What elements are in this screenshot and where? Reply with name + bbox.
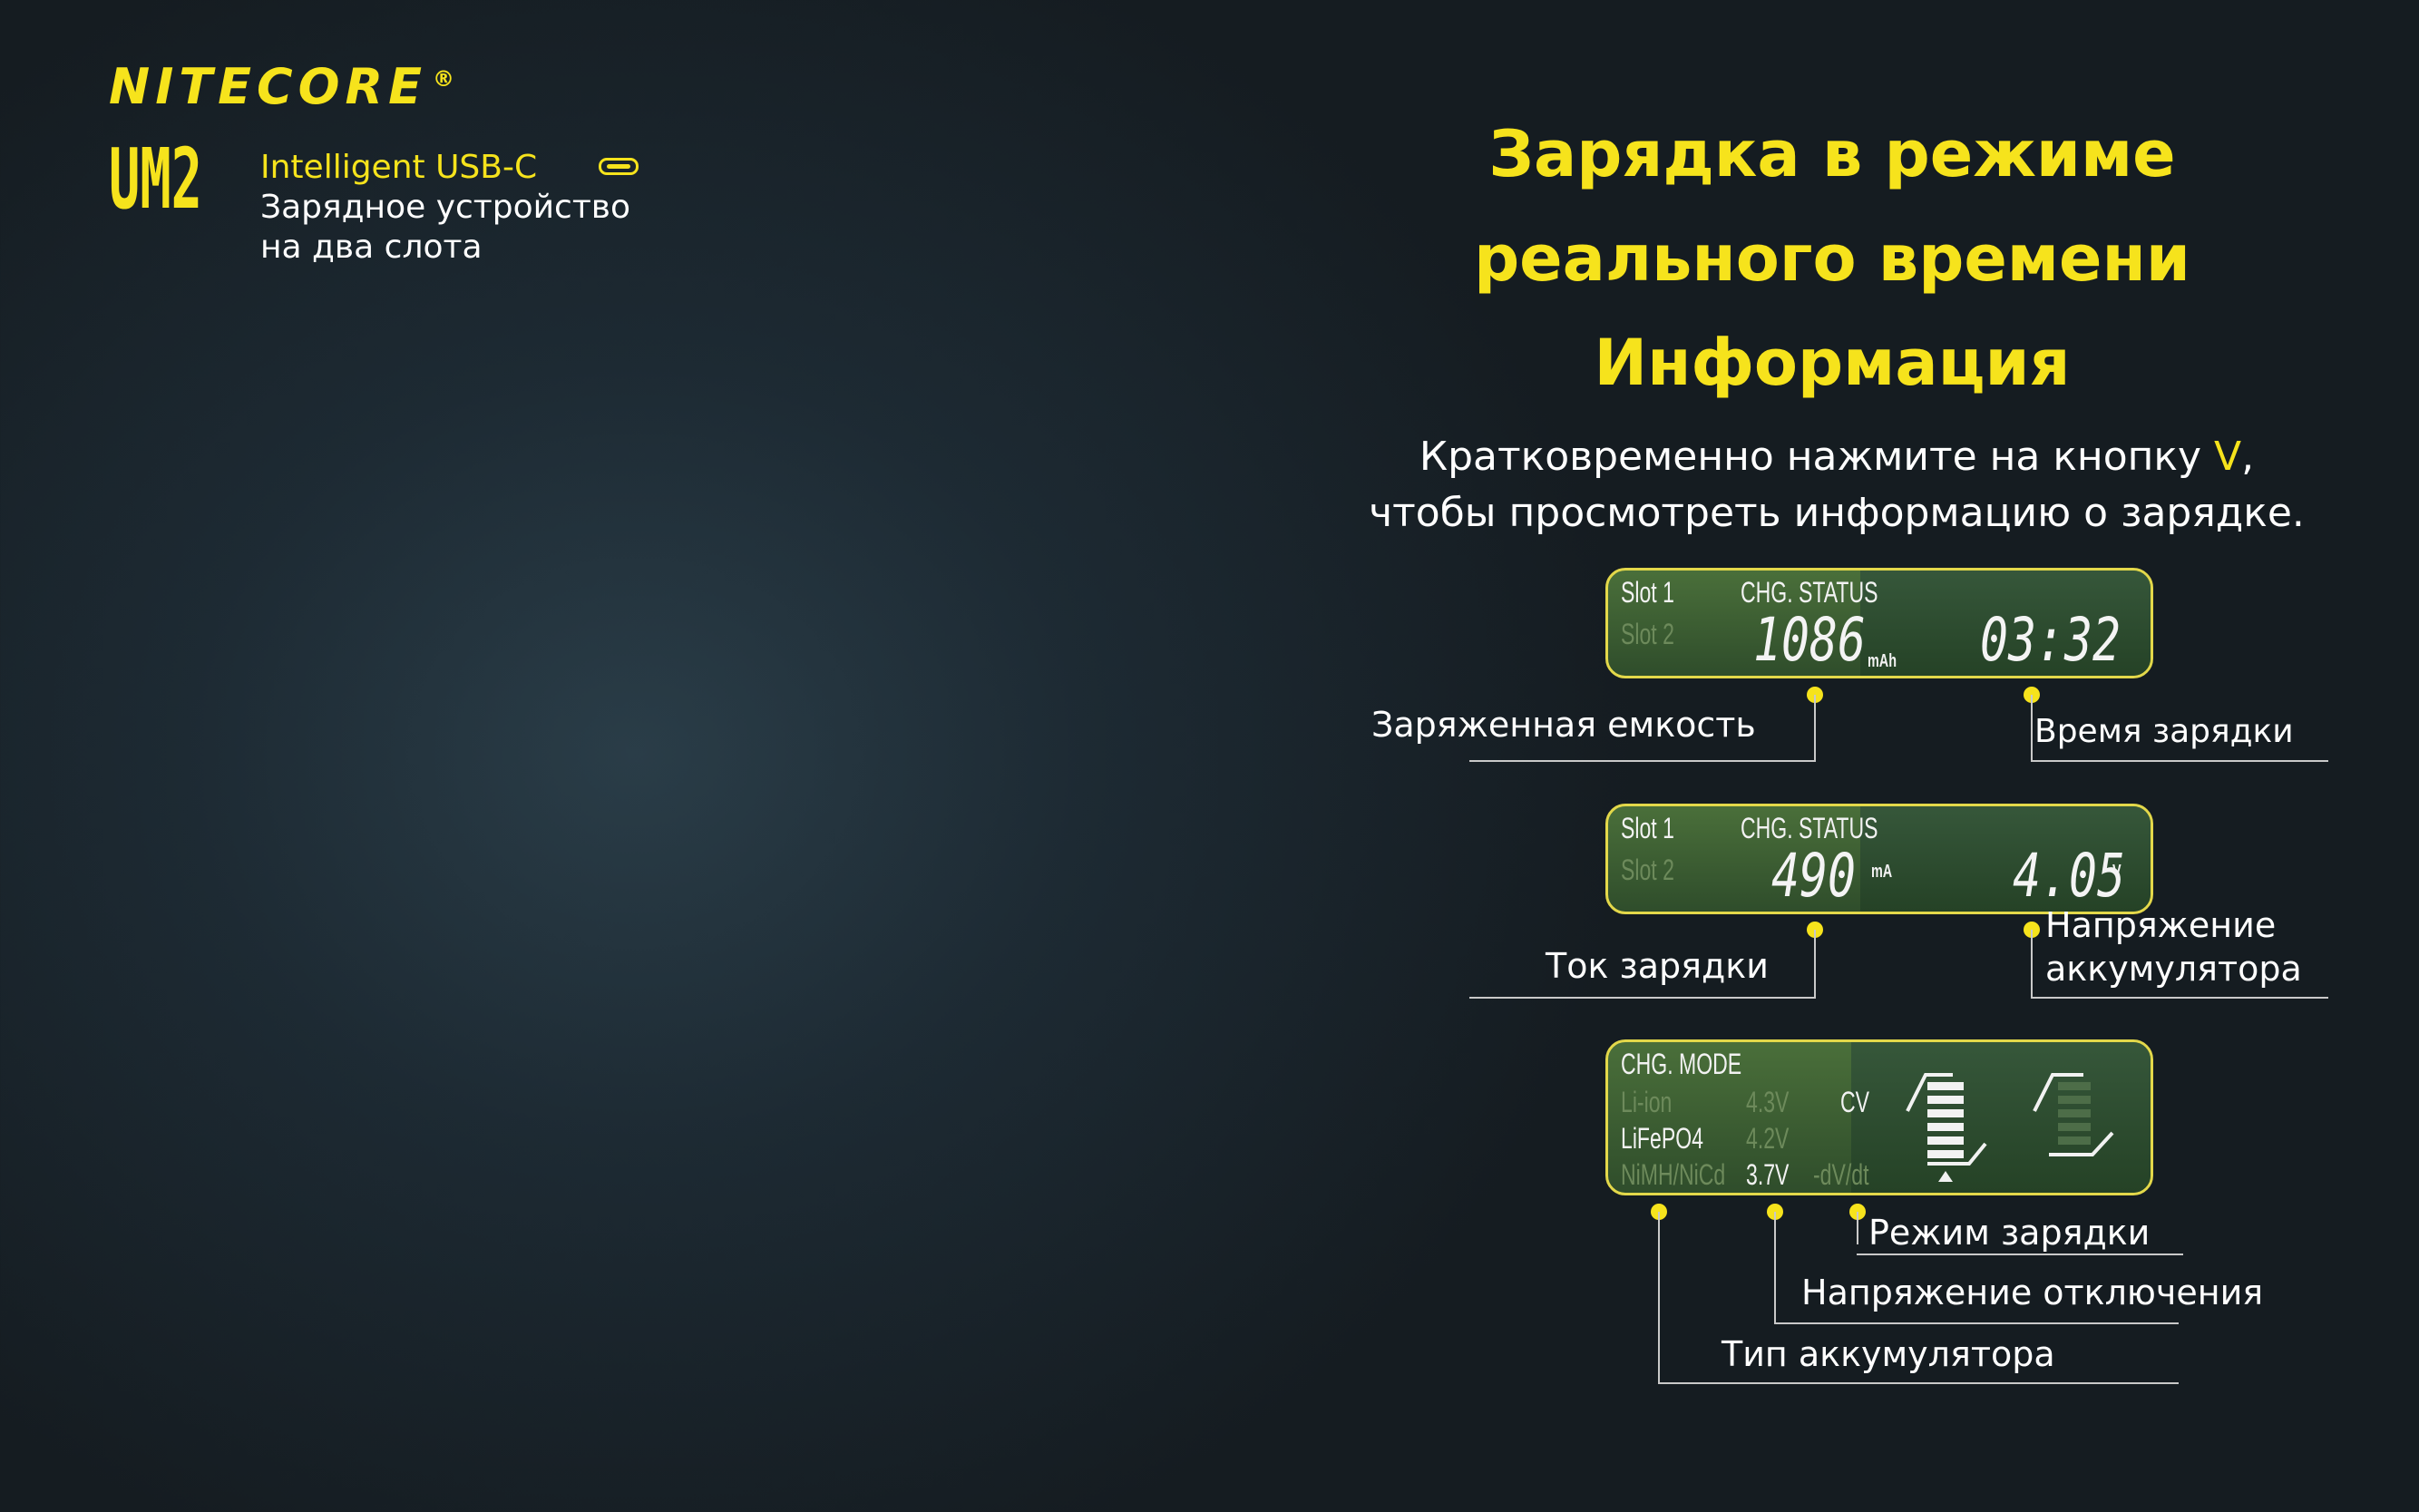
callout-line — [1774, 1322, 2179, 1324]
callout-charge-time: Время зарядки — [2034, 713, 2294, 750]
lcd-current-value: 490 — [1771, 841, 1856, 911]
lcd-type-nimh: NiMH/NiCd — [1621, 1158, 1726, 1191]
lcd-current-unit: mA — [1871, 862, 1893, 882]
page-title-line-3: Информация — [1594, 326, 2071, 400]
instruction-line-1: Кратковременно нажмите на кнопку V, — [1419, 434, 2255, 480]
callout-line — [1774, 1212, 1776, 1324]
lcd-voltage-unit: V — [2112, 862, 2122, 882]
lcd-slot1: Slot 1 — [1621, 576, 1674, 609]
callout-line — [1469, 997, 1816, 999]
page-title-line-1: Зарядка в режиме — [1488, 117, 2176, 191]
product-tagline: Intelligent USB-C — [260, 149, 538, 186]
lcd-charge-mode: CHG. MODE Li-ion LiFePO4 NiMH/NiCd 4.3V … — [1605, 1039, 2153, 1195]
lcd-voltage-42: 4.2V — [1746, 1122, 1790, 1155]
usb-c-icon — [599, 158, 639, 175]
lcd-right-area — [1851, 1042, 2151, 1193]
lcd-time-value: 03:32 — [1980, 605, 2121, 675]
lcd-type-liion: Li-ion — [1621, 1086, 1673, 1118]
callout-line — [1857, 1212, 1858, 1244]
lcd-voltage-37: 3.7V — [1746, 1158, 1790, 1191]
callout-battery-type: Тип аккумулятора — [1722, 1334, 2055, 1374]
lcd-slot2: Slot 2 — [1621, 854, 1674, 886]
product-description-2: на два слота — [260, 229, 483, 266]
lcd-right-area — [1860, 571, 2151, 676]
callout-line — [1658, 1382, 2179, 1384]
callout-line — [1469, 760, 1816, 762]
lcd-current-voltage: Slot 1 Slot 2 CHG. STATUS 490 mA 4.05 V — [1605, 804, 2153, 914]
lcd-slot1: Slot 1 — [1621, 812, 1674, 844]
callout-line — [1658, 1212, 1660, 1384]
lcd-status: CHG. STATUS — [1741, 812, 1878, 844]
instruction-line-2: чтобы просмотреть информацию о зарядке. — [1369, 490, 2305, 536]
callout-line — [1814, 930, 1816, 999]
callout-line — [2031, 695, 2033, 762]
lcd-voltage-43: 4.3V — [1746, 1086, 1790, 1118]
lcd-capacity-unit: mAh — [1868, 651, 1897, 671]
lcd-right-area — [1860, 806, 2151, 912]
callout-charge-mode: Режим зарядки — [1868, 1213, 2151, 1253]
charge-curve-icon — [1906, 1073, 2114, 1182]
lcd-mode-label: CHG. MODE — [1621, 1048, 1742, 1080]
callout-cutoff-voltage: Напряжение отключения — [1801, 1273, 2264, 1312]
lcd-capacity-time: Slot 1 Slot 2 CHG. STATUS 1086 mAh 03:32 — [1605, 568, 2153, 678]
lcd-status: CHG. STATUS — [1741, 576, 1878, 609]
callout-charged-capacity: Заряженная емкость — [1371, 705, 1756, 745]
lcd-mode-dvdt: -dV/dt — [1813, 1158, 1869, 1191]
lcd-type-lifepo4: LiFePO4 — [1621, 1122, 1703, 1155]
lcd-capacity-value: 1086 — [1753, 605, 1866, 675]
callout-charge-current: Ток зарядки — [1546, 946, 1769, 986]
lcd-slot2: Slot 2 — [1621, 618, 1674, 650]
page-title-line-2: реального времени — [1474, 221, 2190, 296]
brand-logo: NITECORE® — [109, 58, 455, 115]
product-description: Зарядное устройство — [260, 189, 631, 226]
lcd-mode-cv: CV — [1840, 1086, 1870, 1118]
callout-line — [2031, 997, 2328, 999]
callout-line — [2031, 930, 2033, 999]
lcd-voltage-value: 4.05 — [2013, 841, 2125, 911]
callout-line — [1814, 695, 1816, 762]
model-name: UM2 — [109, 131, 203, 228]
callout-line — [2031, 760, 2328, 762]
callout-line — [1857, 1253, 2183, 1255]
